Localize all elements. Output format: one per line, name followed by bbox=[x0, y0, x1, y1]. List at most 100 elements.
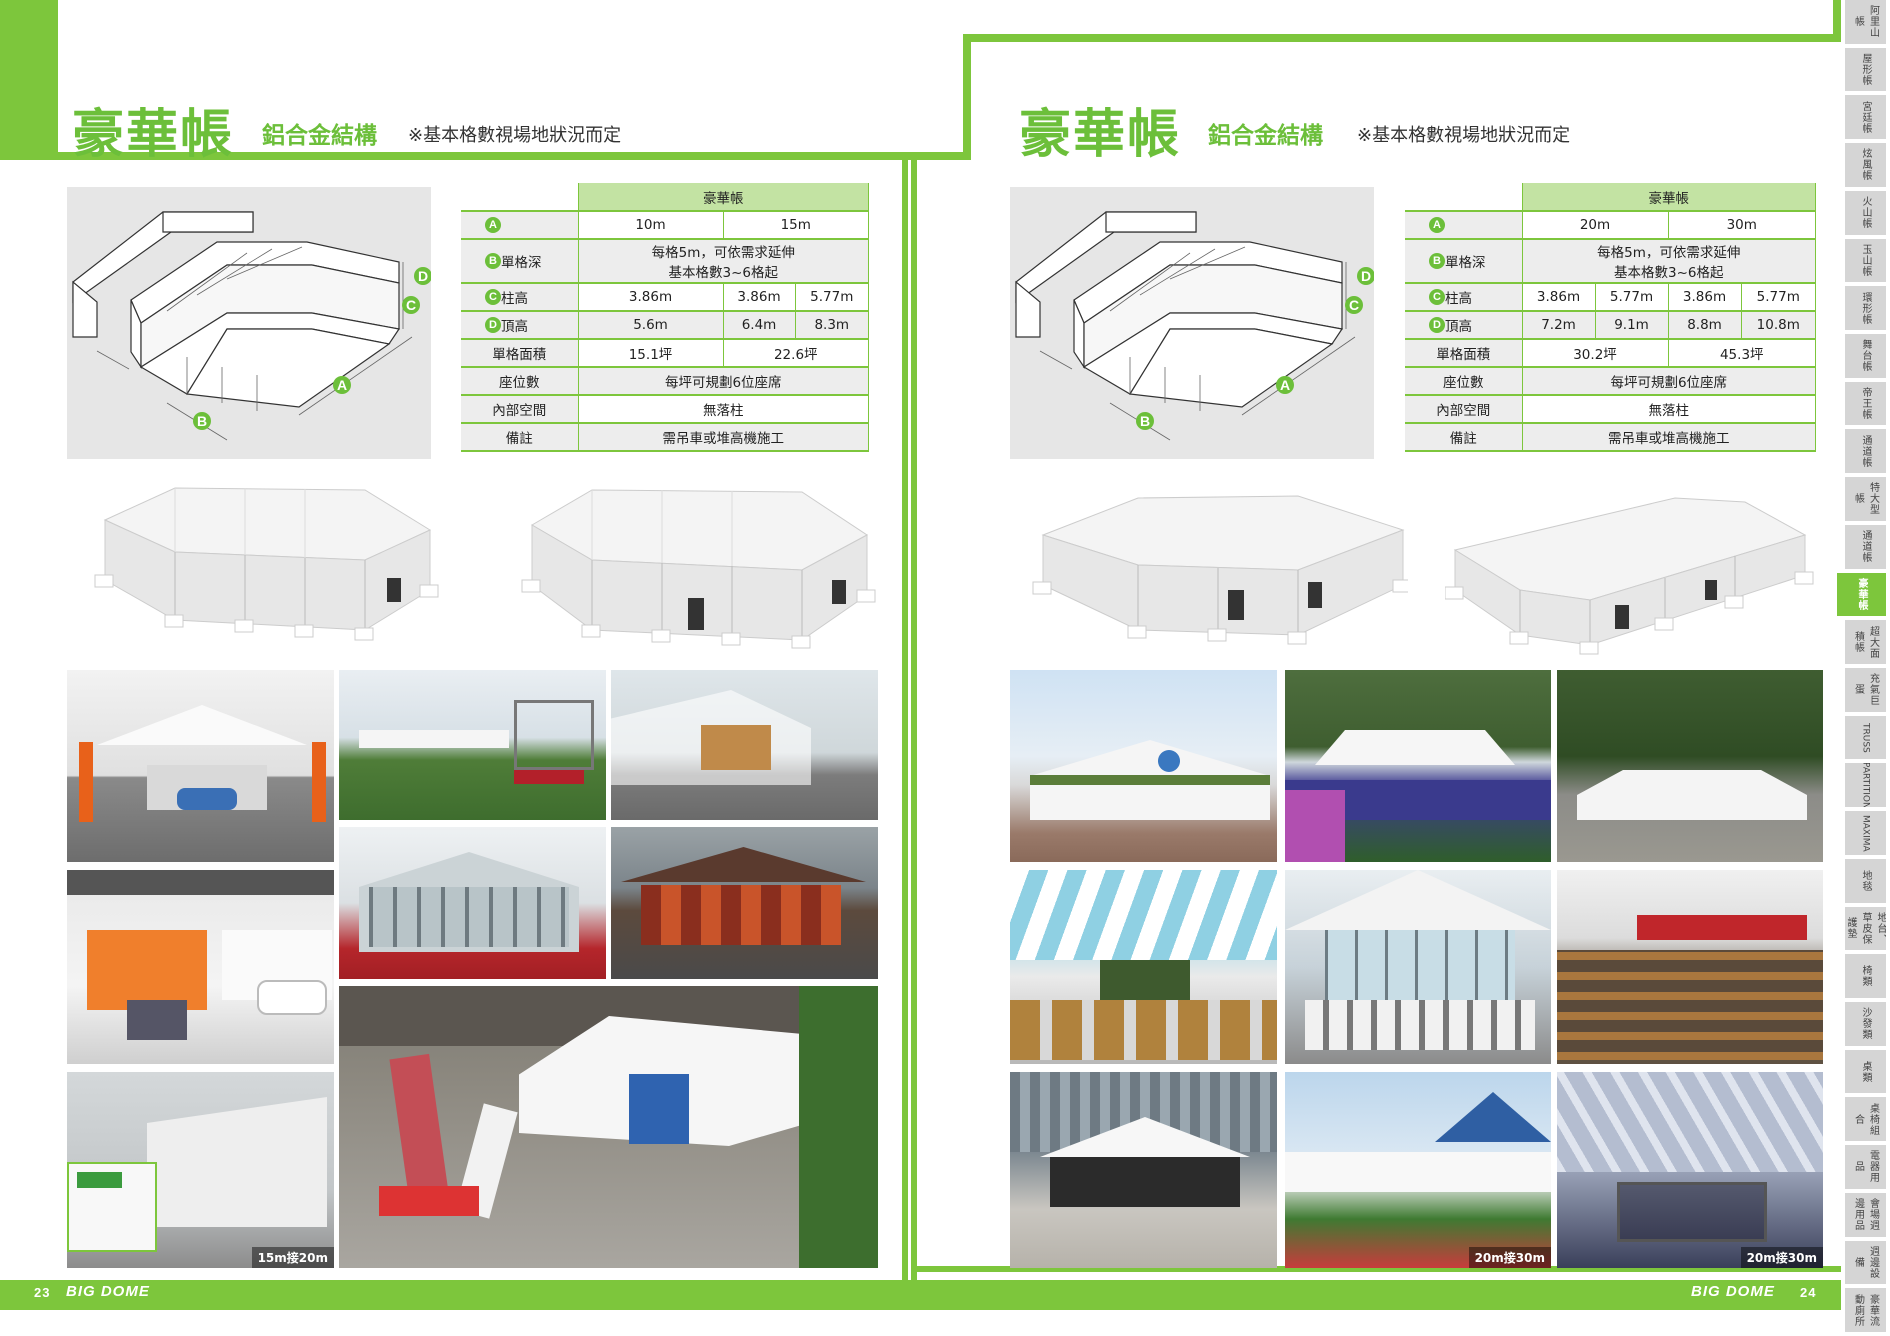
side-tab-5[interactable]: 火山帳 bbox=[1845, 190, 1886, 237]
page-note: ※基本格數視場地狀況而定 bbox=[1357, 125, 1571, 146]
side-tab-1[interactable]: 阿里山帳 bbox=[1845, 0, 1886, 46]
photo-market-tent bbox=[611, 827, 878, 979]
table-cell: 9.1m bbox=[1595, 311, 1669, 340]
tent-wireframe: A B C D bbox=[1015, 211, 1374, 441]
side-tab-12[interactable]: 通道帳 bbox=[1845, 524, 1886, 571]
photo-truck-loading: 15m接20m bbox=[67, 1072, 334, 1268]
side-tab-21[interactable]: 椅類 bbox=[1845, 954, 1886, 1000]
frame-bar bbox=[0, 0, 58, 160]
table-cell: 10m bbox=[578, 211, 724, 240]
side-tab-20[interactable]: 地台、草皮保護墊 bbox=[1845, 906, 1886, 953]
side-tab-27[interactable]: 週邊設備 bbox=[1845, 1240, 1886, 1287]
photo-beer-festival bbox=[1010, 870, 1277, 1064]
photo-tent-interior-cafe bbox=[1285, 870, 1551, 1064]
table-cell: 每坪可規劃6位座席 bbox=[578, 367, 869, 396]
table-cell: 無落柱 bbox=[578, 395, 869, 424]
side-tab-17[interactable]: PARTITION bbox=[1845, 763, 1886, 810]
brand-logo-left: BIG DOME bbox=[66, 1283, 150, 1300]
side-tab-25[interactable]: 電器用品 bbox=[1845, 1145, 1886, 1191]
side-tab-16[interactable]: TRUSS bbox=[1845, 715, 1886, 762]
photo-mountain-tent bbox=[1557, 670, 1823, 862]
side-tab-7[interactable]: 環形帳 bbox=[1845, 286, 1886, 332]
table-cell: 5.6m bbox=[578, 311, 724, 340]
diagram-label-d: D bbox=[1361, 268, 1371, 284]
photo-car-showroom bbox=[67, 870, 334, 1064]
table-cell: 3.86m bbox=[578, 283, 724, 312]
photo-caption: 20m接30m bbox=[1740, 1247, 1823, 1268]
side-tab-6[interactable]: 玉山帳 bbox=[1845, 238, 1886, 285]
row-label-seats: 座位數 bbox=[461, 367, 579, 396]
frame-bar bbox=[1833, 0, 1841, 42]
side-tab-3[interactable]: 宮廷帳 bbox=[1845, 95, 1886, 142]
table-cell: 8.3m bbox=[795, 311, 869, 340]
row-label-inner: 內部空間 bbox=[1405, 395, 1523, 424]
badge-a: A bbox=[485, 217, 501, 233]
photo-event-tent bbox=[67, 670, 334, 862]
table-cell: 30.2坪 bbox=[1522, 339, 1669, 368]
diagram-label-a: A bbox=[337, 377, 347, 393]
brand-logo-right: BIG DOME bbox=[1691, 1283, 1775, 1300]
diagram-label-c: C bbox=[1349, 297, 1359, 313]
table-cell: 20m bbox=[1522, 211, 1669, 240]
table-cell: 8.8m bbox=[1668, 311, 1742, 340]
badge-d: D bbox=[1429, 317, 1445, 333]
table-cell: 每格5m，可依需求延伸基本格數3~6格起 bbox=[1522, 239, 1816, 284]
photo-memorial-hall-tent: 20m接30m bbox=[1285, 1072, 1551, 1268]
table-cell: 15m bbox=[723, 211, 869, 240]
side-tab-28[interactable]: 豪華流動廁所 bbox=[1845, 1288, 1886, 1334]
side-tab-22[interactable]: 沙發類 bbox=[1845, 1002, 1886, 1048]
tent-render bbox=[1032, 495, 1408, 645]
frame-bar bbox=[963, 34, 1841, 42]
tent-dimension-diagram: A B C D bbox=[67, 187, 431, 459]
side-tab-9[interactable]: 帝王帳 bbox=[1845, 381, 1886, 428]
side-tab-23[interactable]: 桌類 bbox=[1845, 1049, 1886, 1096]
table-cell: 5.77m bbox=[795, 283, 869, 312]
page-title: 豪華帳 bbox=[72, 104, 235, 165]
table-cell: 10.8m bbox=[1741, 311, 1816, 340]
table-cell: 3.86m bbox=[1522, 283, 1596, 312]
table-cell: 5.77m bbox=[1741, 283, 1816, 312]
page-subtitle: 鋁合金結構 bbox=[262, 123, 377, 149]
side-tab-15[interactable]: 充氣巨蛋 bbox=[1845, 668, 1886, 714]
table-cell: 無落柱 bbox=[1522, 395, 1816, 424]
table-cell: 7.2m bbox=[1522, 311, 1596, 340]
frame-bar bbox=[911, 160, 917, 1280]
side-tab-4[interactable]: 炫風帳 bbox=[1845, 143, 1886, 189]
side-tab-13[interactable]: 豪華帳 bbox=[1837, 572, 1886, 619]
side-tab-26[interactable]: 會場週邊用品 bbox=[1845, 1192, 1886, 1239]
row-label-inner: 內部空間 bbox=[461, 395, 579, 424]
page-number-left: 23 bbox=[34, 1285, 51, 1300]
tent-dimension-diagram: A B C D bbox=[1010, 187, 1374, 459]
frame-bar bbox=[0, 152, 971, 160]
table-cell: 需吊車或堆高機施工 bbox=[1522, 423, 1816, 452]
page-number-right: 24 bbox=[1800, 1285, 1817, 1300]
badge-d: D bbox=[485, 317, 501, 333]
photo-caption: 15m接20m bbox=[251, 1247, 334, 1268]
badge-b: B bbox=[1429, 253, 1445, 269]
side-tab-8[interactable]: 舞台帳 bbox=[1845, 334, 1886, 380]
side-tab-11[interactable]: 特大型帳 bbox=[1845, 477, 1886, 523]
table-cell: 每格5m，可依需求延伸基本格數3~6格起 bbox=[578, 239, 869, 284]
side-tab-24[interactable]: 桌椅組合 bbox=[1845, 1097, 1886, 1144]
table-cell: 3.86m bbox=[723, 283, 796, 312]
row-label-a: A bbox=[1405, 211, 1523, 240]
side-tab-18[interactable]: MAXIMA bbox=[1845, 811, 1886, 857]
table-cell: 45.3坪 bbox=[1668, 339, 1816, 368]
page-title: 豪華帳 bbox=[1019, 104, 1182, 165]
photo-city-tent bbox=[1010, 1072, 1277, 1268]
side-tab-2[interactable]: 屋形帳 bbox=[1845, 47, 1886, 94]
side-tab-19[interactable]: 地毯 bbox=[1845, 858, 1886, 905]
side-tab-14[interactable]: 超大面積帳 bbox=[1845, 620, 1886, 666]
row-label-a: A bbox=[461, 211, 579, 240]
photo-conference-hall bbox=[1557, 870, 1823, 1064]
row-label-area: 單格面積 bbox=[1405, 339, 1523, 368]
row-label-area: 單格面積 bbox=[461, 339, 579, 368]
badge-c: C bbox=[485, 289, 501, 305]
side-tab-10[interactable]: 通道帳 bbox=[1845, 429, 1886, 476]
tent-wireframe: A B C D bbox=[72, 211, 431, 441]
